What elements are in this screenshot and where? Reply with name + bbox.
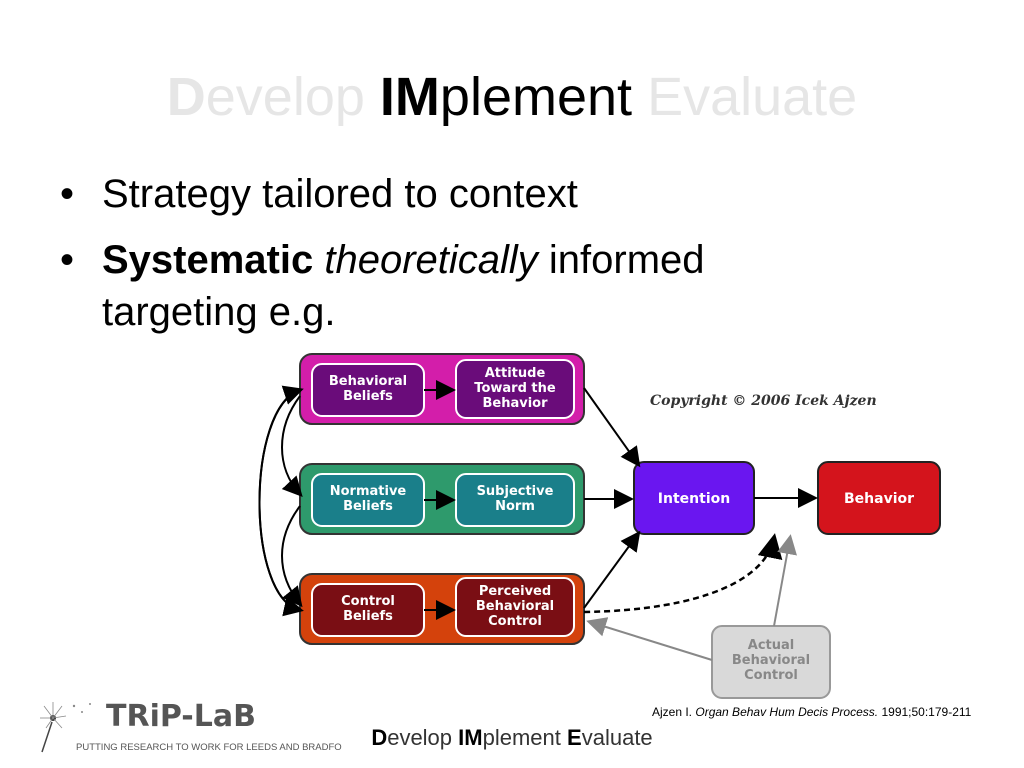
- bullet-line2-text: targeting e.g.: [102, 290, 336, 334]
- footer-plement: plement: [482, 725, 561, 750]
- intention-label: Intention: [658, 491, 730, 507]
- logo-tagline: PUTTING RESEARCH TO WORK FOR LEEDS AND B…: [76, 742, 342, 753]
- control-beliefs-label: Beliefs: [343, 609, 393, 624]
- dandelion-icon: [40, 702, 91, 753]
- bullet-item-2: • Systematic theoretically informed targ…: [60, 234, 820, 338]
- footer-d: D: [371, 725, 388, 750]
- actual-control-label: Actual: [748, 638, 794, 653]
- perceived-control-label: Control: [488, 614, 542, 629]
- behavioral-beliefs-label: Behavioral: [329, 374, 407, 389]
- perceived-control-node: [455, 577, 575, 637]
- actual-control-node: [711, 625, 831, 699]
- slide-title: Develop IMplement Evaluate: [0, 62, 1024, 132]
- behavior-label: Behavior: [844, 491, 914, 507]
- footer-valuate: valuate: [581, 725, 653, 750]
- control-beliefs-label: Control: [341, 594, 395, 609]
- attitude-label: Attitude: [485, 366, 546, 381]
- bullet-italic-text: theoretically: [324, 238, 538, 282]
- title-d: D: [166, 67, 206, 127]
- attitude-node: [455, 359, 575, 419]
- triplab-logo: TRiP-LaB PUTTING RESEARCH TO WORK FOR LE…: [40, 699, 342, 753]
- citation-journal: Organ Behav Hum Decis Process.: [695, 705, 879, 719]
- bullet-rest-text: informed: [548, 238, 705, 282]
- behavior-node: [817, 461, 941, 535]
- subjective-norm-label: Subjective: [477, 484, 554, 499]
- normative-beliefs-label: Beliefs: [343, 499, 393, 514]
- title-im: IM: [379, 67, 440, 127]
- citation-author: Ajzen I.: [652, 705, 693, 719]
- bullet-bold-text: Systematic: [102, 238, 314, 282]
- behavioral-beliefs-label: Beliefs: [343, 389, 393, 404]
- title-evaluate: Evaluate: [647, 67, 858, 127]
- citation-details: 1991;50:179-211: [881, 705, 972, 719]
- actual-control-label: Behavioral: [732, 653, 810, 668]
- bullet-dot: •: [60, 238, 75, 282]
- bullet-dot: •: [60, 172, 75, 216]
- subjective-norm-node: [455, 473, 575, 527]
- perceived-control-label: Behavioral: [476, 599, 554, 614]
- bullet-list: • Strategy tailored to context • Systema…: [60, 168, 820, 352]
- normative-beliefs-label: Normative: [330, 484, 407, 499]
- title-plement: plement: [439, 67, 633, 127]
- title-evelop: evelop: [205, 67, 365, 127]
- logo-name: TRiP-LaB: [106, 699, 256, 734]
- attitude-label: Behavior: [482, 396, 548, 411]
- actual-control-label: Control: [744, 668, 798, 683]
- footer-e: E: [567, 725, 582, 750]
- footer-im: IM: [458, 725, 483, 750]
- subjective-norm-label: Norm: [495, 499, 535, 514]
- perceived-control-label: Perceived: [479, 584, 551, 599]
- citation: Ajzen I. Organ Behav Hum Decis Process. …: [652, 704, 971, 720]
- bullet-text-1: Strategy tailored to context: [102, 172, 578, 216]
- copyright-text: Copyright © 2006 Icek Ajzen: [650, 393, 877, 409]
- bullet-item-1: • Strategy tailored to context: [60, 168, 820, 220]
- attitude-label: Toward the: [474, 381, 556, 396]
- footer-tagline: Develop IMplement Evaluate: [0, 724, 1024, 752]
- footer-evelop: evelop: [387, 725, 453, 750]
